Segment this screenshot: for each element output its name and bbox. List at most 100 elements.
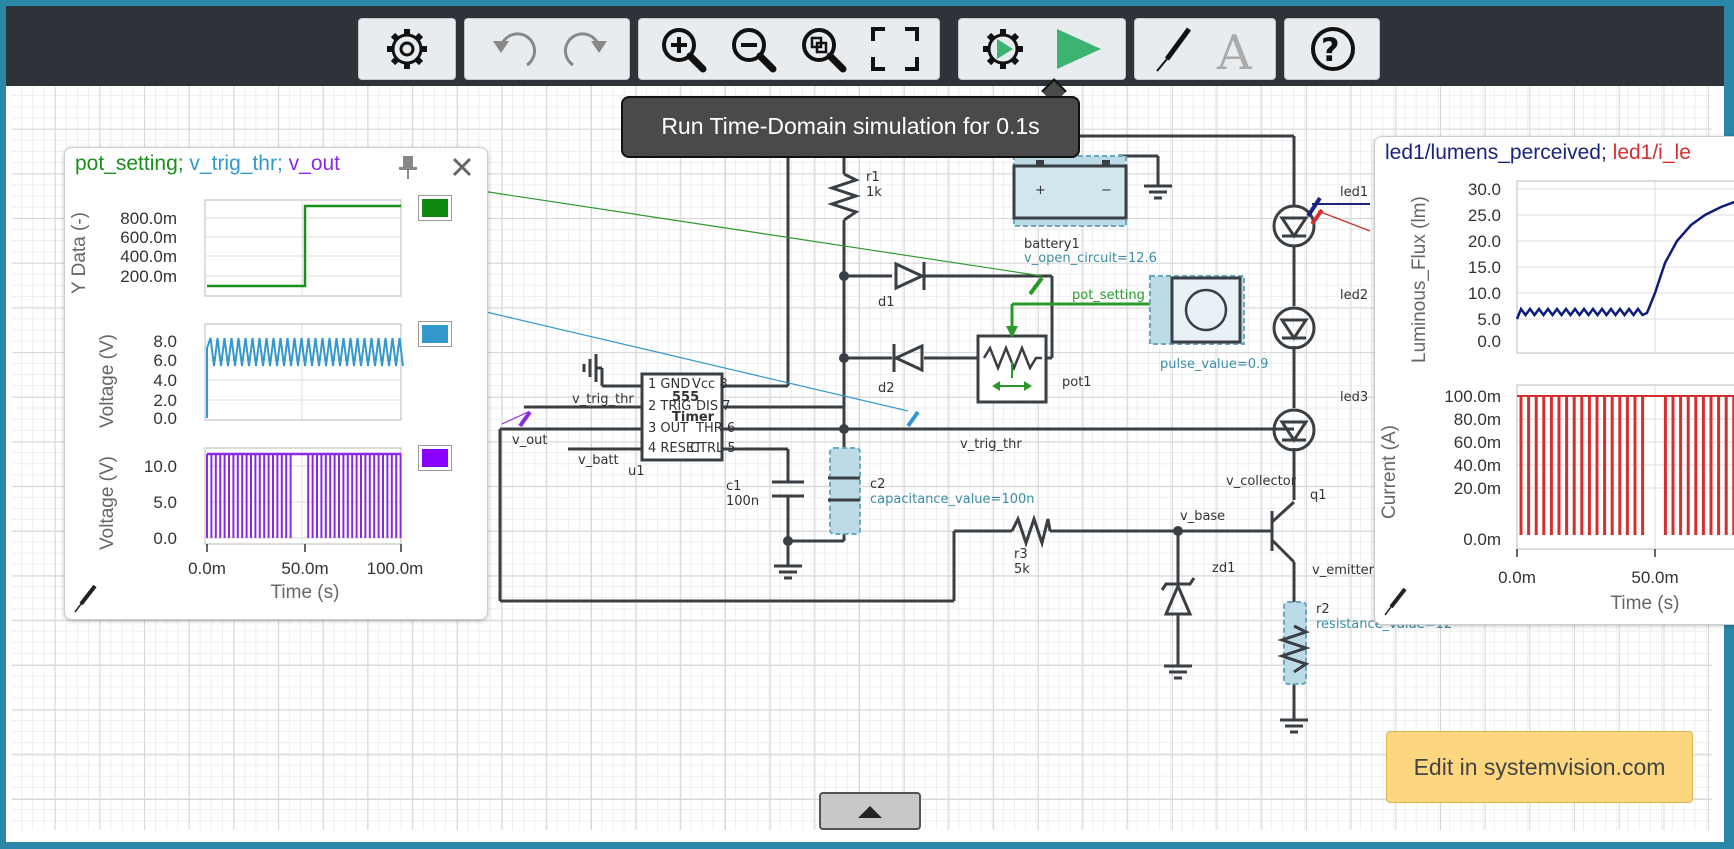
- zoom-in-button[interactable]: [649, 19, 713, 79]
- probe-line-v-trig-thr: [481, 310, 909, 412]
- resistor-r2[interactable]: [1277, 624, 1311, 674]
- transistor-q1[interactable]: [1270, 500, 1296, 564]
- schematic[interactable]: + −: [12, 86, 1712, 830]
- r3-label: r3: [1014, 547, 1028, 562]
- plot-2-trace: [206, 337, 404, 418]
- pot-label: pot1: [1062, 375, 1092, 390]
- tick-label: 0.0: [153, 409, 177, 428]
- arrow-icon: [1006, 326, 1018, 338]
- annotation-group: A: [1134, 18, 1276, 80]
- resistor-r3[interactable]: [1010, 514, 1052, 549]
- zoom-fit-button[interactable]: [789, 19, 853, 79]
- plot-2-ylabel: Voltage (V): [97, 334, 118, 428]
- pulse-source[interactable]: [1149, 275, 1245, 345]
- full-screen-icon: [871, 27, 919, 71]
- x-axis-label: Time (s): [271, 582, 340, 603]
- r1-label: r1: [866, 170, 880, 185]
- redo-button[interactable]: [551, 19, 615, 79]
- tick-label: 5.0: [1477, 310, 1501, 329]
- c2-highlight: [829, 447, 861, 535]
- tick-label: 400.0m: [120, 247, 177, 266]
- full-screen-button[interactable]: [861, 19, 925, 79]
- color-swatch-v-out[interactable]: [418, 445, 452, 471]
- probe-icon[interactable]: [1306, 196, 1322, 218]
- text-icon: A: [1216, 25, 1253, 75]
- zoom-out-button[interactable]: [719, 19, 783, 79]
- c2-label: c2: [870, 477, 885, 492]
- probe-icon[interactable]: [1381, 585, 1409, 617]
- probe-line-v-out: [501, 411, 529, 425]
- d2-label: d2: [878, 381, 895, 396]
- pin-thr: THR 6: [695, 421, 735, 436]
- tick-label: 10.0: [144, 457, 177, 476]
- r3-value: 5k: [1014, 562, 1030, 577]
- v-out-label: v_out: [512, 433, 547, 448]
- junction-dots: [783, 271, 1183, 546]
- diode-d1[interactable]: [894, 261, 926, 291]
- color-swatch-pot-setting[interactable]: [418, 195, 452, 221]
- zoom-group: [638, 18, 940, 80]
- pin-ctrl: CTRL 5: [690, 441, 736, 456]
- timer-555[interactable]: [640, 372, 724, 462]
- expand-panel-button[interactable]: [819, 792, 921, 830]
- tick-label: 8.0: [153, 332, 177, 351]
- undo-button[interactable]: [479, 19, 543, 79]
- diode-d2[interactable]: [892, 343, 924, 373]
- close-icon[interactable]: [451, 156, 473, 178]
- plot-1-trace: [207, 204, 401, 288]
- plot-lumens: 30.0 25.0 20.0 15.0 10.0 5.0 0.0 Luminou…: [1409, 180, 1734, 363]
- chevron-up-icon: [858, 806, 882, 818]
- tick-label: 30.0: [1468, 180, 1501, 199]
- probe-icon[interactable]: [518, 276, 1044, 428]
- play-icon: [1057, 29, 1101, 69]
- current-trace: [1519, 396, 1734, 535]
- tick-label: 15.0: [1468, 258, 1501, 277]
- battery-minus: −: [1101, 183, 1112, 198]
- v-batt-label: v_batt: [578, 453, 619, 468]
- led2[interactable]: [1272, 306, 1316, 350]
- led2-label: led2: [1340, 288, 1368, 303]
- help-group: ?: [1284, 18, 1380, 80]
- pin-gnd: 1 GND: [648, 377, 690, 392]
- tick-label: 25.0: [1468, 206, 1501, 225]
- capacitor-c1[interactable]: [772, 480, 804, 498]
- settings-button[interactable]: [373, 19, 437, 79]
- probe-button[interactable]: [1141, 19, 1205, 79]
- svg-text:A: A: [1216, 25, 1253, 75]
- gear-icon: [387, 29, 427, 69]
- zoom-fit-icon: [802, 28, 847, 73]
- plot-panel-title: led1/lumens_perceived; led1/i_le: [1385, 141, 1691, 165]
- toolbar: A ?: [6, 6, 1724, 86]
- v-collector-label: v_collector: [1226, 474, 1297, 489]
- resistor-r1[interactable]: [827, 172, 861, 222]
- run-simulation-button[interactable]: [1045, 19, 1109, 79]
- r1-value: 1k: [866, 185, 882, 200]
- capacitor-c2[interactable]: [828, 476, 860, 502]
- title-lumens: led1/lumens_perceived;: [1385, 141, 1607, 164]
- simulation-settings-button[interactable]: [969, 19, 1033, 79]
- x-tick-label: 0.0m: [1498, 568, 1536, 587]
- plot-current: 100.0m 80.0m 60.0m 40.0m 20.0m 0.0m Curr…: [1379, 384, 1734, 550]
- led3[interactable]: [1272, 408, 1316, 452]
- plot-panel-right[interactable]: led1/lumens_perceived; led1/i_le 30.0 25…: [1374, 136, 1734, 625]
- led1[interactable]: [1272, 204, 1316, 248]
- potentiometer-pot1[interactable]: [976, 334, 1048, 404]
- probe-icon[interactable]: [71, 582, 99, 614]
- current-ylabel: Current (A): [1379, 425, 1400, 519]
- plot-panel-left[interactable]: pot_setting; v_trig_thr; v_out 800.0m 60…: [64, 147, 488, 620]
- text-button[interactable]: A: [1205, 19, 1269, 79]
- help-button[interactable]: ?: [1299, 19, 1363, 79]
- tick-label: 20.0m: [1454, 479, 1501, 498]
- plot-3-trace: [206, 454, 402, 538]
- zd1-label: zd1: [1212, 561, 1235, 576]
- color-swatch-v-trig-thr[interactable]: [418, 321, 452, 347]
- pin-vcc: Vcc 8: [692, 377, 728, 392]
- wires: [498, 134, 1296, 720]
- pin-icon[interactable]: [395, 154, 421, 180]
- probe-icon[interactable]: [1310, 208, 1324, 226]
- pot-setting-wire: [1010, 302, 1172, 336]
- edit-in-systemvision-button[interactable]: Edit in systemvision.com: [1386, 731, 1693, 803]
- pulse-param: pulse_value=0.9: [1160, 357, 1268, 372]
- battery1[interactable]: [1012, 155, 1128, 227]
- zener-zd1[interactable]: [1160, 577, 1196, 616]
